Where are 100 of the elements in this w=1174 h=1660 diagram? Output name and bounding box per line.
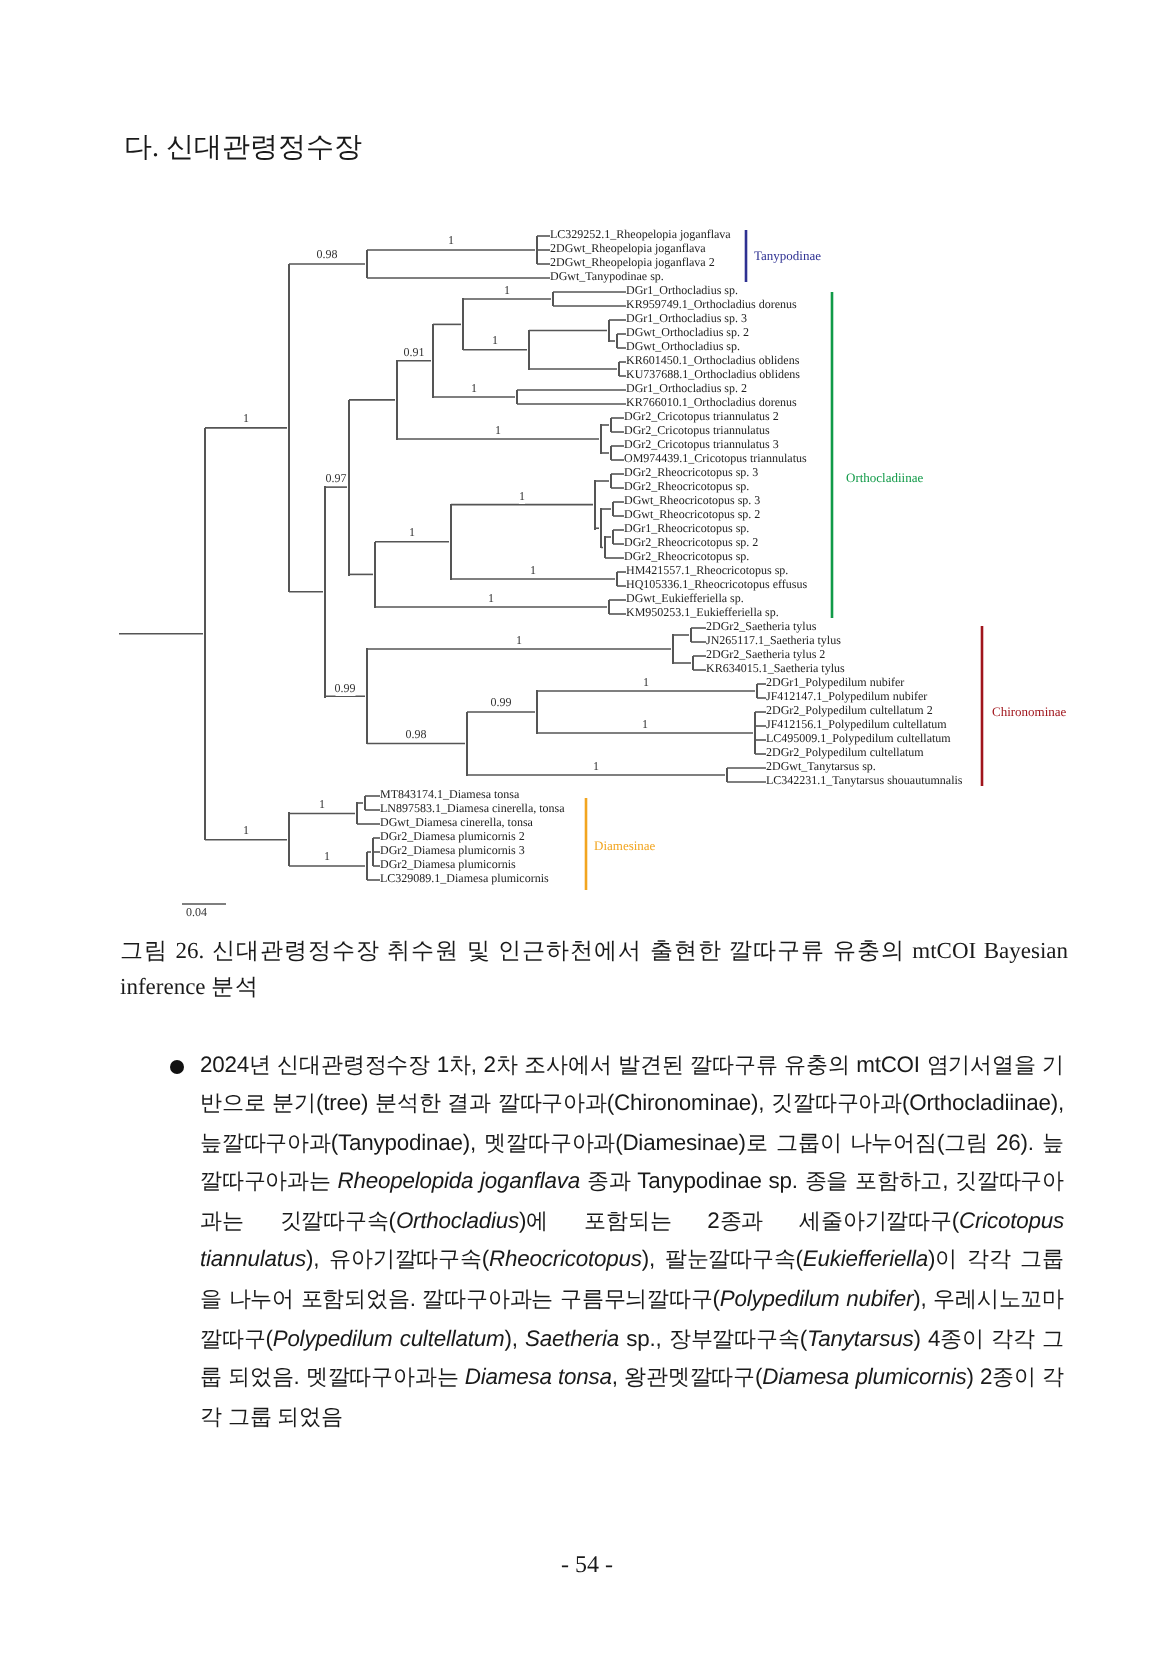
tree-branch <box>372 865 381 867</box>
tree-branch <box>204 838 288 841</box>
clade-junction-line <box>365 851 367 881</box>
clade-junction-line <box>725 767 727 783</box>
tree-branch <box>552 305 627 307</box>
clade-junction-line <box>363 795 365 811</box>
clade-junction-line <box>347 399 349 576</box>
tree-branch <box>616 571 627 573</box>
tree-branch <box>608 613 627 615</box>
tree-branch <box>608 319 627 321</box>
tree-branch <box>616 347 627 349</box>
tree-branch <box>604 536 612 538</box>
clade-junction-line <box>461 298 463 351</box>
tree-branch <box>396 359 432 362</box>
tree-branch <box>536 690 756 692</box>
clade-junction-line <box>609 473 611 489</box>
tree-branch <box>616 333 627 335</box>
clade-junction-line <box>617 361 619 377</box>
clade-junction-line <box>611 501 613 517</box>
tree-branch <box>432 323 462 326</box>
clade-junction-line <box>607 599 609 615</box>
tree-branch <box>754 739 767 741</box>
tree-branch <box>608 599 627 601</box>
clade-junction-line <box>515 389 517 405</box>
tree-branch <box>348 399 396 401</box>
figure-caption: 그림 26. 신대관령정수장 취수원 및 인근하천에서 출현한 깔따구류 유충의 mtCOI Bayesian inference 분석 <box>120 938 1068 1004</box>
tree-branch <box>364 809 381 811</box>
clade-junction-line <box>371 837 373 867</box>
tree-branch <box>288 865 366 867</box>
tree-branch <box>612 529 625 531</box>
tree-branch <box>692 669 707 671</box>
bullet-paragraph: 2024년 신대관령정수장 1차, 2차 조사에서 발견된 깔따구류 유충의 mtCOI 염기서열을 기반으로 분기(tree) 분석한 결과 깔따구아과(Chironominae), 깃깔따구아과(Orthocladiinae), 늪깔따구아과(Tanypodinae), 멧깔따구아과(Diamesinae)로 그룹이 나누어짐(그림 26). 늪깔따구아과는 Rheopelopida joganflava 종과 Tanypodinae sp. 종을 포함하고, 깃깔따구아과는 깃깔따구속(Orthocladius)에 포함되는 2종과 세줄아기깔따구(Cricotopus tiannulatus), 유아기깔따구속(Rheocricotopus), 팔눈깔따구속(Eukiefferiella)이 각각 그룹을 나누어 포함되었음. 깔따구아과는 구름무늬깔따구(Polypedilum nubifer), 우레시노꼬마깔따구(Polypedilum cultellatum), Saetheria sp., 장부깔따구속(Tanytarsus) 4종이 각각 그룹 되었음. 멧깔따구아과는 Diamesa tonsa, 왕관멧깔따구(Diamesa plumicornis) 2종이 각각 그룹 되었음 <box>200 1051 1064 1434</box>
tree-branch <box>366 249 536 251</box>
tree-branch <box>612 515 625 517</box>
tree-branch <box>450 503 594 506</box>
tree-branch <box>288 590 324 593</box>
clade-junction-line <box>593 480 595 530</box>
clade-junction-line <box>755 683 757 699</box>
tree-branch <box>692 655 707 657</box>
tree-branch <box>610 445 625 447</box>
clade-junction-line <box>551 291 553 307</box>
tree-branch <box>118 633 204 635</box>
tree-branch <box>366 742 466 745</box>
clade-junction-line <box>287 812 289 867</box>
tree-branch <box>466 711 536 713</box>
tree-branch <box>618 375 627 377</box>
tree-branch <box>536 263 551 265</box>
tree-branch <box>348 573 374 576</box>
tree-branch <box>612 543 625 545</box>
tree-branch <box>600 452 610 454</box>
clade-junction-line <box>615 571 617 587</box>
tree-branch <box>324 695 366 698</box>
tree-branch <box>594 527 600 530</box>
clade-junction-line <box>609 417 611 433</box>
tree-branch <box>356 823 381 825</box>
tree-branch <box>528 368 618 370</box>
tree-branch <box>324 486 348 488</box>
tree-branch <box>672 634 690 636</box>
tree-branch <box>610 487 625 489</box>
tree-branch <box>356 802 364 804</box>
tree-branch <box>726 767 767 769</box>
tree-branch <box>754 725 767 727</box>
tree-branch <box>516 389 627 391</box>
tree-branch <box>754 711 767 713</box>
tree-branch <box>616 585 627 587</box>
tree-branch <box>726 781 767 783</box>
clade-junction-line <box>609 445 611 461</box>
clade-junction-line <box>599 508 601 549</box>
tree-branch <box>288 812 356 815</box>
clade-junction-line <box>599 424 601 454</box>
tree-branch <box>754 753 767 755</box>
tree-branch <box>536 249 551 251</box>
clade-junction-line <box>603 536 605 559</box>
tree-branch <box>610 459 625 461</box>
tree-branch <box>450 578 616 580</box>
tree-branch <box>536 732 754 734</box>
tree-branch <box>528 329 608 332</box>
clade-junction-line <box>287 263 289 593</box>
clade-junction-line <box>671 634 673 664</box>
tree-branch <box>366 648 672 650</box>
tree-branch <box>372 837 381 839</box>
clade-junction-line <box>691 655 693 671</box>
clade-junction-line <box>465 711 467 776</box>
tree-branch <box>610 431 625 433</box>
tree-branch <box>536 235 551 237</box>
tree-branch <box>364 795 381 797</box>
clade-junction-line <box>611 529 613 545</box>
tree-branch <box>396 438 600 440</box>
page-number: - 54 - <box>561 1550 613 1578</box>
tree-branch <box>604 557 625 559</box>
tree-branch <box>600 508 612 510</box>
tree-branch <box>288 263 366 265</box>
clade-junction-line <box>355 802 357 825</box>
tree-branch <box>372 851 381 853</box>
tree-branch <box>366 879 381 881</box>
section-heading: 다. 신대관령정수장 <box>124 132 362 168</box>
tree-branch <box>594 480 610 482</box>
tree-branch <box>204 427 288 429</box>
clade-junction-line <box>449 503 451 580</box>
clade-junction-line <box>689 627 691 643</box>
